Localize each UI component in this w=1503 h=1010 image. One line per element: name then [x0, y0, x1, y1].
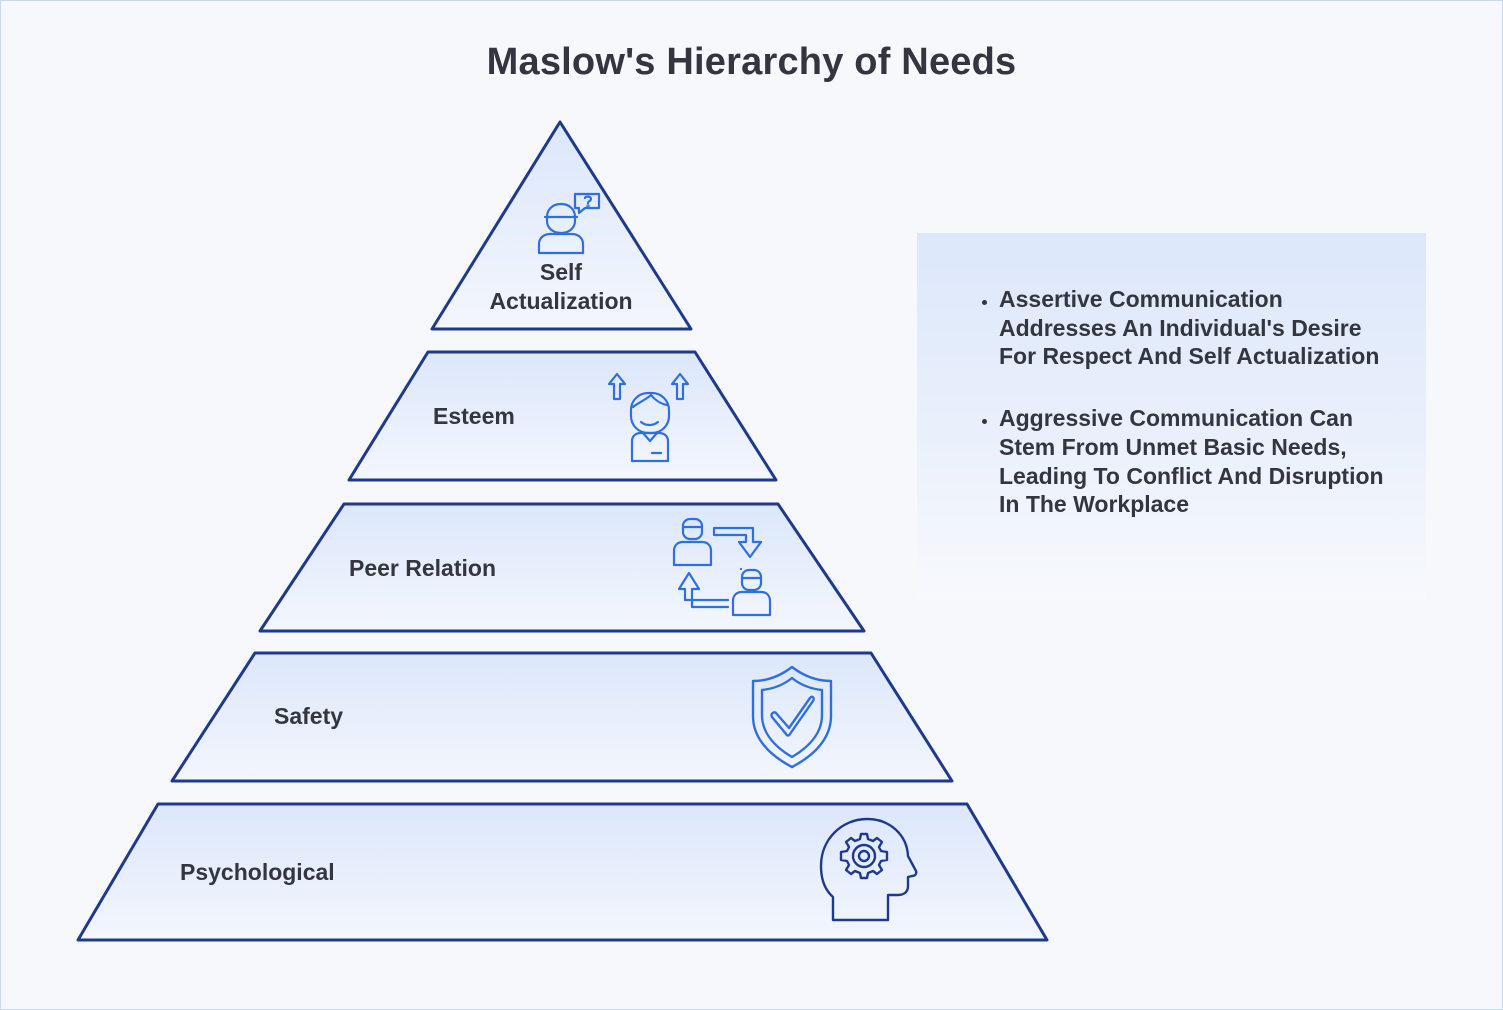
person-growth-arrows-icon [607, 372, 690, 463]
person-question-icon [537, 192, 601, 255]
diagram-title: Maslow's Hierarchy of Needs [486, 41, 1017, 83]
notes-panel: Assertive Communication Addresses An Ind… [917, 233, 1426, 599]
tier-label-esteem: Esteem [433, 403, 515, 429]
shield-check-icon [751, 665, 833, 769]
head-gear-icon [819, 817, 918, 922]
tier-label-line: Actualization [489, 288, 633, 314]
tier-label-safety: Safety [274, 703, 344, 729]
tier-self-actualization [430, 120, 693, 331]
notes-list: Assertive Communication Addresses An Ind… [975, 285, 1396, 519]
tier-label-self-actualization: Self Actualization [461, 258, 661, 316]
tier-safety [170, 651, 954, 783]
note-item: Aggressive Communication Can Stem From U… [999, 404, 1396, 519]
tier-label-psychological: Psychological [180, 859, 335, 885]
tier-esteem [347, 350, 778, 482]
tier-label-peer-relation: Peer Relation [349, 555, 496, 581]
people-exchange-icon [672, 517, 772, 617]
gear-icon [839, 832, 889, 880]
tier-label-line: Self [539, 259, 583, 285]
tier-psychological [76, 802, 1049, 942]
note-item: Assertive Communication Addresses An Ind… [999, 285, 1396, 371]
